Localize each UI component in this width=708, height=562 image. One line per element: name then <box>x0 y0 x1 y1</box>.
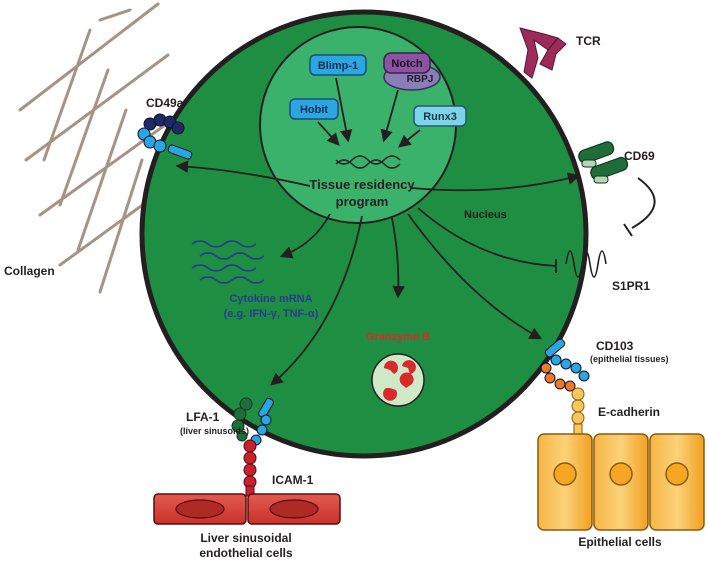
cytokine-label-2: (e.g. IFN-γ, TNF-α) <box>224 308 319 320</box>
program-title-1: Tissue residency <box>309 177 415 192</box>
tf-blimp1: Blimp-1 <box>309 54 367 76</box>
svg-text:Blimp-1: Blimp-1 <box>318 60 358 72</box>
cd49a-label: CD49a <box>146 96 184 110</box>
collagen-mesh <box>18 2 174 294</box>
program-title-2: program <box>336 194 389 209</box>
svg-text:RBPJ: RBPJ <box>407 74 434 85</box>
mrna-icon <box>191 240 265 284</box>
icam1-label: ICAM-1 <box>272 473 314 487</box>
lfa1-label: LFA-1 <box>186 410 220 424</box>
endothelial-cells <box>153 493 341 525</box>
epithelial-cells <box>537 433 705 531</box>
tf-runx3: Runx3 <box>413 105 467 127</box>
svg-text:Runx3: Runx3 <box>423 111 457 123</box>
tf-notch-rbpj: RBPJ Notch <box>383 52 441 91</box>
liver-label-2: endothelial cells <box>199 546 293 560</box>
tcr-receptor <box>519 27 567 79</box>
s1pr1-receptor <box>565 250 607 278</box>
granzyme-label: Granzyme B <box>366 331 430 343</box>
granzyme-granule <box>371 353 425 407</box>
svg-text:Hobit: Hobit <box>300 104 328 116</box>
epithelial-label: Epithelial cells <box>578 535 662 549</box>
t-cell-body <box>139 9 589 459</box>
cd103-receptor <box>540 338 590 392</box>
lfa1-note: (liver sinusoids) <box>180 426 249 436</box>
collagen-label: Collagen <box>4 264 55 278</box>
tcr-label: TCR <box>576 34 601 48</box>
cd49a-receptor <box>137 113 193 160</box>
svg-text:Notch: Notch <box>391 58 422 70</box>
icam1-molecule <box>243 439 257 497</box>
cd69-label: CD69 <box>624 149 655 163</box>
ecadherin-molecule <box>571 387 585 437</box>
liver-label-1: Liver sinusoidal <box>200 531 291 545</box>
ecadherin-label: E-cadherin <box>598 405 660 419</box>
tf-hobit: Hobit <box>289 98 339 120</box>
cd103-label: CD103 <box>596 339 634 353</box>
s1pr1-label: S1PR1 <box>612 279 650 293</box>
cytokine-label-1: Cytokine mRNA <box>229 293 312 305</box>
cd69-receptor <box>578 141 629 184</box>
nucleus-label: Nucleus <box>464 209 507 221</box>
dna-icon <box>335 155 401 169</box>
cd103-note: (epithelial tissues) <box>590 354 669 364</box>
